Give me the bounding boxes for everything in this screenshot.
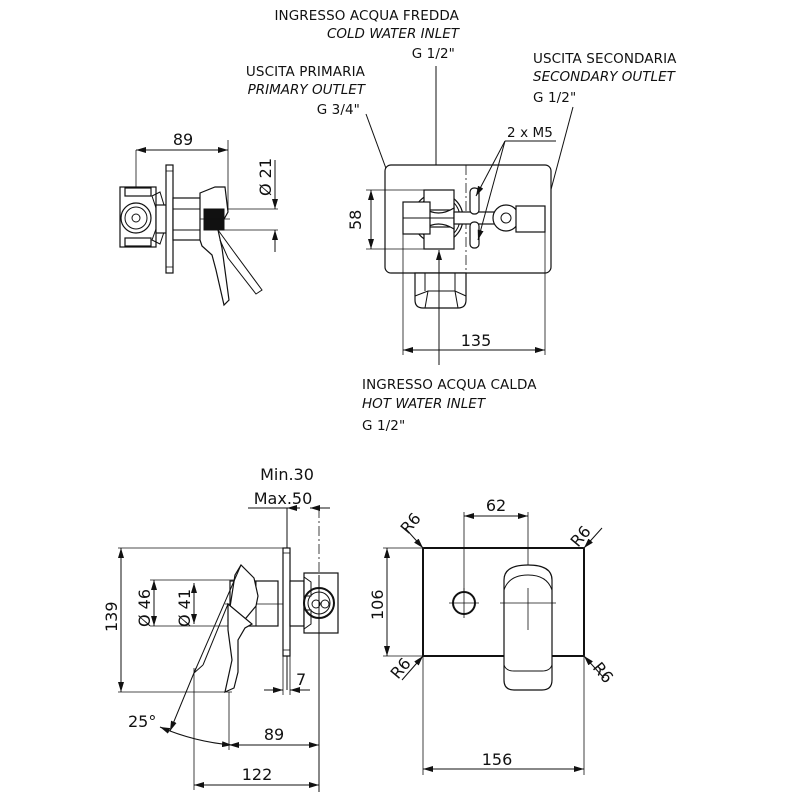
- wall-depth-min: Min.30: [260, 465, 314, 484]
- dim-depth-89: 89: [173, 130, 193, 149]
- dim-width-156: 156: [482, 750, 513, 769]
- angle-leader: [170, 668, 196, 731]
- dim-diameter-21: Ø 21: [256, 158, 275, 196]
- dim-diameter-41: Ø 41: [175, 589, 194, 627]
- primary-outlet-thread: G 3/4": [317, 102, 360, 118]
- valve-body-cap: [125, 238, 151, 246]
- dim-width-135: 135: [461, 331, 492, 350]
- dim-projection-89: 89: [264, 725, 284, 744]
- dim-height-139: 139: [102, 601, 121, 632]
- lever-hub: [204, 209, 224, 230]
- hot-inlet-label-en: HOT WATER INLET: [362, 396, 487, 412]
- spindle-sleeve: [173, 198, 203, 240]
- secondary-outlet-callout: USCITA SECONDARIA SECONDARY OUTLET G 1/2…: [533, 51, 677, 212]
- bottom-front-view: 62 106 R6 R6 R6 R6 156: [368, 496, 617, 775]
- valve-neck: [290, 581, 304, 626]
- top-front-view: 58 135 2 x M5: [346, 125, 556, 365]
- hot-inlet-thread: G 1/2": [362, 418, 405, 434]
- valve-body-cap: [125, 188, 151, 196]
- lever-handle: [200, 187, 229, 305]
- dim-spacing-62: 62: [486, 496, 506, 515]
- wall-plate: [283, 548, 290, 656]
- dim-plate-7: 7: [296, 670, 306, 689]
- hot-water-inlet-callout: INGRESSO ACQUA CALDA HOT WATER INLET G 1…: [362, 377, 537, 434]
- wall-plate: [166, 165, 173, 273]
- primary-outlet-label-en: PRIMARY OUTLET: [248, 82, 367, 98]
- dim-height-58: 58: [346, 210, 365, 230]
- radius-top-left: R6: [397, 509, 425, 538]
- dim-total-depth-122: 122: [242, 765, 273, 784]
- radius-top-right: R6: [567, 522, 595, 551]
- screws-label: 2 x M5: [507, 125, 553, 141]
- secondary-outlet-label-it: USCITA SECONDARIA: [533, 51, 677, 67]
- secondary-outlet-label-en: SECONDARY OUTLET: [533, 69, 677, 85]
- radius-bottom-left: R6: [387, 654, 415, 683]
- radius-bottom-right: R6: [589, 658, 617, 687]
- lever-face-line: [203, 604, 228, 665]
- cold-water-inlet-callout: INGRESSO ACQUA FREDDA COLD WATER INLET G…: [274, 8, 460, 190]
- bottom-side-view: Min.30 Max.50 139 Ø 46 Ø 41: [102, 465, 338, 792]
- cold-inlet-thread: G 1/2": [412, 46, 455, 62]
- cold-inlet-label-en: COLD WATER INLET: [327, 26, 461, 42]
- primary-outlet-label-it: USCITA PRIMARIA: [246, 64, 366, 80]
- wall-depth-max: Max.50: [254, 489, 313, 508]
- secondary-outlet-thread: G 1/2": [533, 90, 576, 106]
- hot-inlet-label-it: INGRESSO ACQUA CALDA: [362, 377, 537, 393]
- dim-diameter-46: Ø 46: [135, 589, 154, 627]
- screw-m5: [470, 222, 479, 248]
- secondary-outlet-fitting: [516, 206, 545, 232]
- cold-inlet-label-it: INGRESSO ACQUA FREDDA: [274, 8, 459, 24]
- diverter-knob: [493, 205, 519, 231]
- dim-height-106: 106: [368, 589, 387, 620]
- top-side-view: 89 Ø 21: [120, 130, 278, 305]
- angle-25: 25°: [128, 712, 156, 731]
